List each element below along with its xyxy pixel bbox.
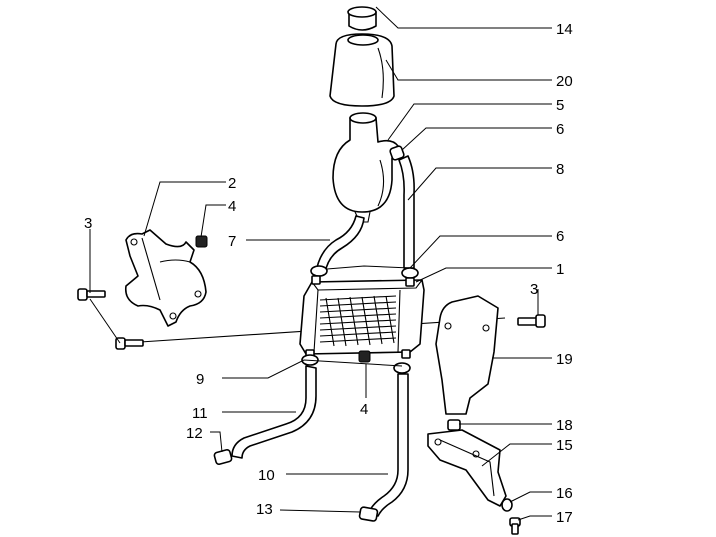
callout-8: 8 bbox=[556, 161, 564, 178]
callout-15: 15 bbox=[556, 437, 573, 454]
callout-6-lower: 6 bbox=[556, 228, 564, 245]
hose-end-clamp bbox=[213, 449, 233, 465]
hose-clip-radiator-left bbox=[310, 265, 328, 277]
leader-lines bbox=[89, 6, 552, 521]
hose-clip-radiator-right bbox=[401, 267, 419, 279]
callout-18: 18 bbox=[556, 417, 573, 434]
right-bolt bbox=[517, 314, 546, 328]
lower-hose-clamp bbox=[358, 506, 379, 522]
callout-19: 19 bbox=[556, 351, 573, 368]
callout-10: 10 bbox=[258, 467, 275, 484]
callout-11: 11 bbox=[192, 405, 208, 422]
callout-4-upper: 4 bbox=[228, 198, 236, 215]
bracket-nut bbox=[195, 235, 208, 248]
side-shield-plate bbox=[435, 295, 499, 415]
lower-return-hose bbox=[231, 365, 317, 459]
callout-6-upper: 6 bbox=[556, 121, 564, 138]
callout-4-lower: 4 bbox=[360, 401, 368, 418]
tank-overflow-hose bbox=[315, 215, 365, 274]
support-spacer bbox=[447, 419, 461, 431]
callout-3-left: 3 bbox=[84, 215, 92, 232]
callout-3-right: 3 bbox=[530, 281, 538, 298]
callout-14: 14 bbox=[556, 21, 573, 38]
callout-9: 9 bbox=[196, 371, 204, 388]
left-bolt-upper bbox=[77, 288, 106, 301]
radiator bbox=[299, 275, 425, 359]
left-bolt-lower bbox=[115, 337, 144, 350]
callout-16: 16 bbox=[556, 485, 573, 502]
lower-support-bracket bbox=[427, 429, 507, 507]
expansion-tank bbox=[332, 112, 400, 223]
washer bbox=[501, 498, 513, 512]
callout-20: 20 bbox=[556, 73, 573, 90]
hose-clip-upper bbox=[389, 145, 405, 161]
mounting-bracket bbox=[124, 229, 207, 327]
tank-to-radiator-hose bbox=[398, 155, 415, 269]
callout-7: 7 bbox=[228, 233, 236, 250]
tank-cover bbox=[329, 33, 395, 107]
callout-2: 2 bbox=[228, 175, 236, 192]
callout-13: 13 bbox=[256, 501, 273, 518]
callout-5: 5 bbox=[556, 97, 564, 114]
bottom-screw bbox=[509, 517, 521, 535]
callout-1: 1 bbox=[556, 261, 564, 278]
hose-clip-lower-right bbox=[393, 362, 411, 374]
lower-drain-hose bbox=[367, 373, 409, 517]
callout-17: 17 bbox=[556, 509, 573, 526]
reservoir-cap bbox=[347, 6, 377, 31]
callout-12: 12 bbox=[186, 425, 203, 442]
callout-labels: 14 20 5 6 8 2 4 3 7 6 1 3 19 9 4 11 18 1… bbox=[84, 21, 573, 526]
radiator-nut bbox=[358, 350, 371, 363]
